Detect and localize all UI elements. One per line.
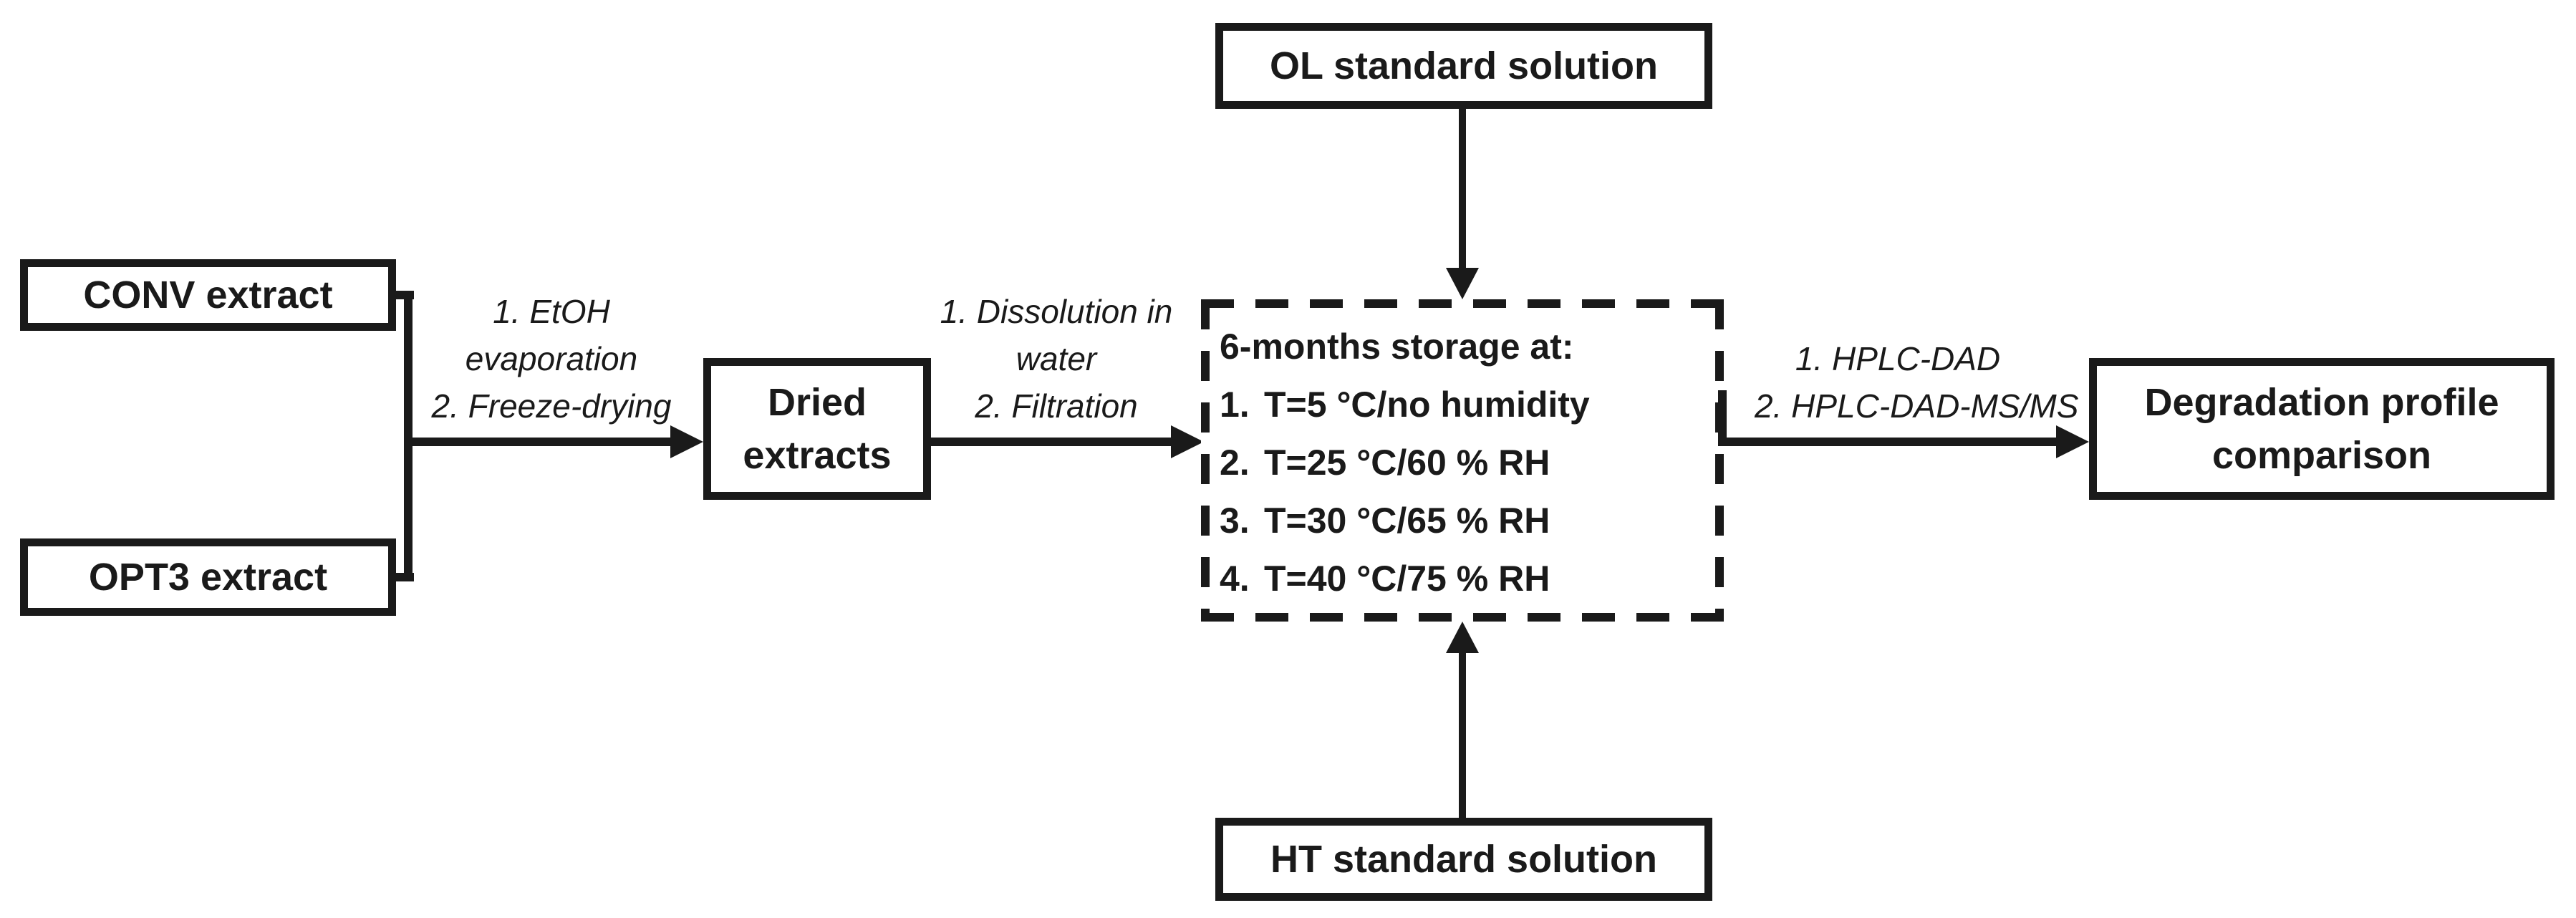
storage-item-number: 1. xyxy=(1220,385,1250,425)
degradation-profile-label-line1: Degradation profile xyxy=(2144,381,2499,424)
arrow-ht-to-storage-head-icon xyxy=(1446,622,1479,653)
arrow-dried-to-storage-head-icon xyxy=(1171,425,1204,458)
arrow-storage-to-degradation-head-icon xyxy=(2056,425,2089,458)
arrow-ol-to-storage-line xyxy=(1459,109,1466,269)
storage-item-text: T=30 °C/65 % RH xyxy=(1264,501,1550,541)
storage-item-text: T=5 °C/no humidity xyxy=(1264,385,1590,425)
storage-conditions-box: 6-months storage at: 1. T=5 °C/no humidi… xyxy=(1201,299,1724,622)
step-label-line: 2. HPLC-DAD-MS/MS xyxy=(1755,387,2079,425)
step-label-dissolution: 1. Dissolution in water 2. Filtration xyxy=(913,288,1200,430)
storage-item: 1. T=5 °C/no humidity xyxy=(1220,376,1724,434)
storage-title: 6-months storage at: xyxy=(1220,327,1574,367)
arrow-dried-to-storage-line xyxy=(931,438,1172,446)
dried-extracts-label-line2: extracts xyxy=(743,434,892,477)
step-label-line: water xyxy=(1016,340,1097,377)
opt3-extract-label: OPT3 extract xyxy=(88,556,328,599)
step-label-hplc: 1. HPLC-DAD 2. HPLC-DAD-MS/MS xyxy=(1755,335,2079,430)
conv-extract-box: CONV extract xyxy=(20,259,396,331)
storage-item-number: 3. xyxy=(1220,501,1250,541)
step-label-evaporation: 1. EtOH evaporation 2. Freeze-drying xyxy=(408,288,695,430)
storage-item-number: 2. xyxy=(1220,443,1250,483)
degradation-profile-label-line2: comparison xyxy=(2211,434,2432,477)
step-label-line: 2. Filtration xyxy=(975,387,1138,425)
storage-item-number: 4. xyxy=(1220,559,1250,599)
arrow-extracts-to-dried-head-icon xyxy=(670,425,703,458)
storage-item: 3. T=30 °C/65 % RH xyxy=(1220,492,1724,550)
step-label-line: evaporation xyxy=(465,340,638,377)
ol-standard-solution-label: OL standard solution xyxy=(1269,44,1659,87)
arrow-storage-to-degradation-line xyxy=(1718,438,2058,446)
bracket-stub-bottom xyxy=(394,573,414,581)
bracket-vertical-line xyxy=(404,291,413,581)
step-label-line: 1. HPLC-DAD xyxy=(1795,340,2001,377)
arrow-ol-to-storage-head-icon xyxy=(1446,268,1479,299)
degradation-profile-box: Degradation profile comparison xyxy=(2089,358,2555,500)
storage-item: 2. T=25 °C/60 % RH xyxy=(1220,434,1724,492)
conv-extract-label: CONV extract xyxy=(83,274,333,317)
ht-standard-solution-label: HT standard solution xyxy=(1270,838,1657,881)
step-label-line: 1. Dissolution in xyxy=(940,293,1173,330)
dried-extracts-label-line1: Dried xyxy=(767,381,867,424)
ht-standard-solution-box: HT standard solution xyxy=(1215,818,1712,901)
dried-extracts-box: Dried extracts xyxy=(703,358,931,500)
arrow-extracts-to-dried-line xyxy=(404,438,672,446)
storage-item-text: T=25 °C/60 % RH xyxy=(1264,443,1550,483)
opt3-extract-box: OPT3 extract xyxy=(20,538,396,616)
arrow-ht-to-storage-line xyxy=(1459,652,1466,818)
ol-standard-solution-box: OL standard solution xyxy=(1215,23,1712,109)
arrow-storage-to-degradation-stub xyxy=(1718,390,1727,446)
step-label-line: 2. Freeze-drying xyxy=(431,387,672,425)
storage-item-text: T=40 °C/75 % RH xyxy=(1264,559,1550,599)
storage-item: 4. T=40 °C/75 % RH xyxy=(1220,550,1724,608)
step-label-line: 1. EtOH xyxy=(493,293,610,330)
